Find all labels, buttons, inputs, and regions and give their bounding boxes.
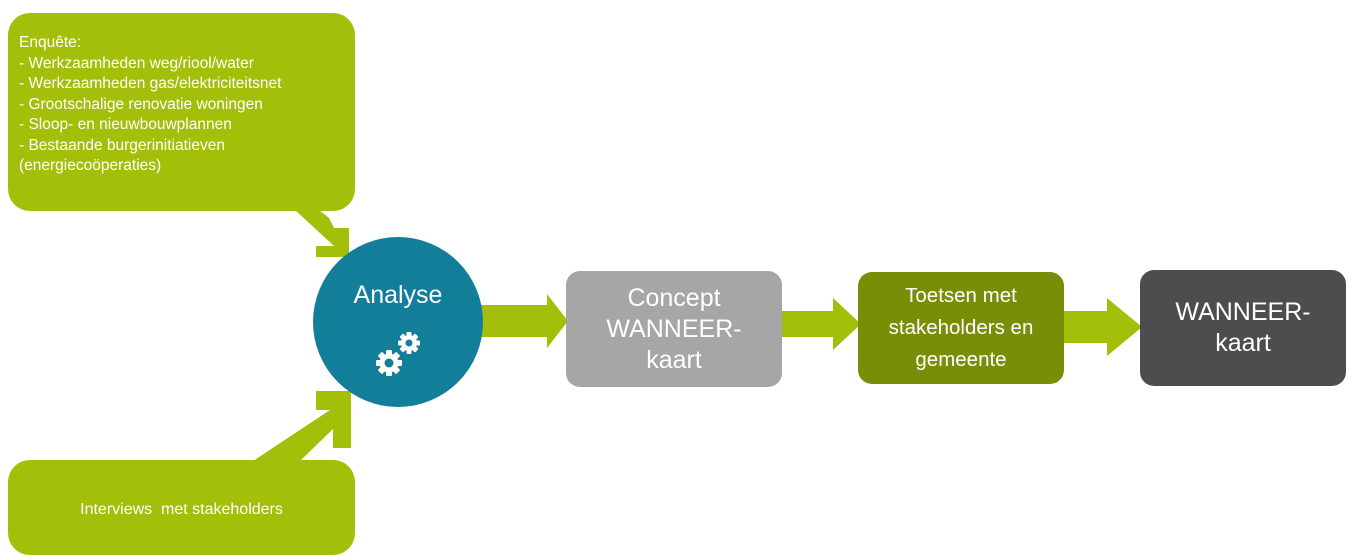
concept-label: Concept WANNEER- kaart xyxy=(606,283,742,374)
gears-icon xyxy=(376,332,420,376)
toetsen-box: Toetsen met stakeholders en gemeente xyxy=(858,272,1064,384)
enquete-line: Enquête: xyxy=(19,34,82,51)
concept-box: Concept WANNEER- kaart xyxy=(566,271,782,387)
enquete-box: Enquête: - Werkzaamheden weg/riool/water… xyxy=(8,13,355,211)
interviews-label: Interviews met stakeholders xyxy=(80,501,283,518)
enquete-line: - Bestaande burgerinitiatieven xyxy=(19,136,225,154)
analyse-circle: Analyse xyxy=(313,237,483,407)
analyse-label: Analyse xyxy=(353,281,443,309)
arrow-concept-to-toetsen xyxy=(782,298,861,350)
enquete-line: - Werkzaamheden gas/elektriciteitsnet xyxy=(19,75,282,92)
enquete-line: - Sloop- en nieuwbouwplannen xyxy=(19,116,232,133)
wanneer-kaart-label: WANNEER- kaart xyxy=(1175,298,1311,357)
toetsen-label: Toetsen met stakeholders en gemeente xyxy=(888,284,1034,371)
arrow-toetsen-to-wanneer xyxy=(1064,298,1142,356)
interviews-box: Interviews met stakeholders xyxy=(8,460,355,555)
enquete-line: (energiecoöperaties) xyxy=(19,157,162,174)
wanneer-kaart-box: WANNEER- kaart xyxy=(1140,270,1346,386)
arrow-enquete-to-analyse xyxy=(279,210,349,257)
enquete-line: - Werkzaamheden weg/riool/water xyxy=(19,54,254,72)
arrow-analyse-to-concept xyxy=(480,294,568,348)
enquete-line: - Grootschalige renovatie woningen xyxy=(19,95,263,113)
arrow-interviews-to-analyse xyxy=(253,391,351,461)
